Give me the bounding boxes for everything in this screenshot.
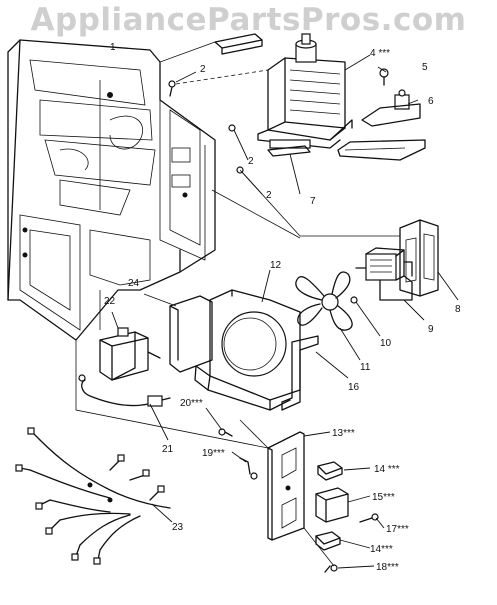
lever [239, 457, 258, 480]
callout-13: 13*** [332, 428, 355, 439]
leader-lines [111, 54, 459, 569]
magnetron-gasket [267, 145, 311, 157]
callout-labels: 1 2 2 2 4 *** 5 6 7 8 9 10 11 12 13*** 1… [104, 42, 461, 573]
callout-21: 21 [162, 444, 174, 455]
cabinet-chassis [7, 39, 216, 341]
callout-8: 8 [455, 304, 461, 315]
high-voltage-diode [78, 374, 171, 407]
callout-14b: 14*** [370, 544, 393, 555]
clip [218, 428, 233, 437]
callout-5: 5 [422, 62, 428, 73]
callout-7: 7 [310, 196, 316, 207]
fan-blade [295, 271, 353, 331]
interlock-switch-bottom [315, 531, 341, 551]
callout-2a: 2 [200, 64, 206, 75]
callout-23: 23 [172, 522, 184, 533]
motor-screw [350, 296, 358, 304]
screws-2 [168, 80, 244, 174]
callout-12: 12 [270, 260, 282, 271]
interlock-switch-top [317, 461, 343, 481]
callout-6: 6 [428, 96, 434, 107]
bracket-screw [324, 564, 338, 573]
wire-harness [15, 427, 171, 565]
callout-18: 18*** [376, 562, 399, 573]
callout-11: 11 [360, 362, 371, 373]
fan-shroud [194, 289, 301, 411]
magnetron-bracket [337, 139, 426, 161]
callout-24: 24 [128, 278, 140, 289]
callout-17: 17*** [386, 524, 409, 535]
callout-16: 16 [348, 382, 360, 393]
cover-plate [169, 295, 213, 373]
waveguide-bracket [214, 33, 263, 55]
switch-screw [359, 513, 379, 523]
callout-4: 4 *** [370, 48, 390, 59]
callout-2b: 2 [248, 156, 254, 167]
thermal-cutout [361, 89, 421, 127]
air-guide [281, 335, 319, 411]
screw [379, 68, 389, 86]
monitor-switch [315, 487, 349, 523]
interlock-bracket [267, 431, 305, 541]
callout-14a: 14 *** [374, 464, 400, 475]
capacitor [99, 327, 161, 381]
callout-10: 10 [380, 338, 392, 349]
magnetron [257, 33, 353, 149]
fan-motor [355, 247, 413, 301]
callout-20: 20*** [180, 398, 203, 409]
callout-19: 19*** [202, 448, 225, 459]
callout-1: 1 [110, 42, 116, 53]
callout-9: 9 [428, 324, 434, 335]
motor-bracket [399, 219, 439, 297]
callout-22: 22 [104, 296, 116, 307]
callout-15: 15*** [372, 492, 395, 503]
callout-2c: 2 [266, 190, 272, 201]
